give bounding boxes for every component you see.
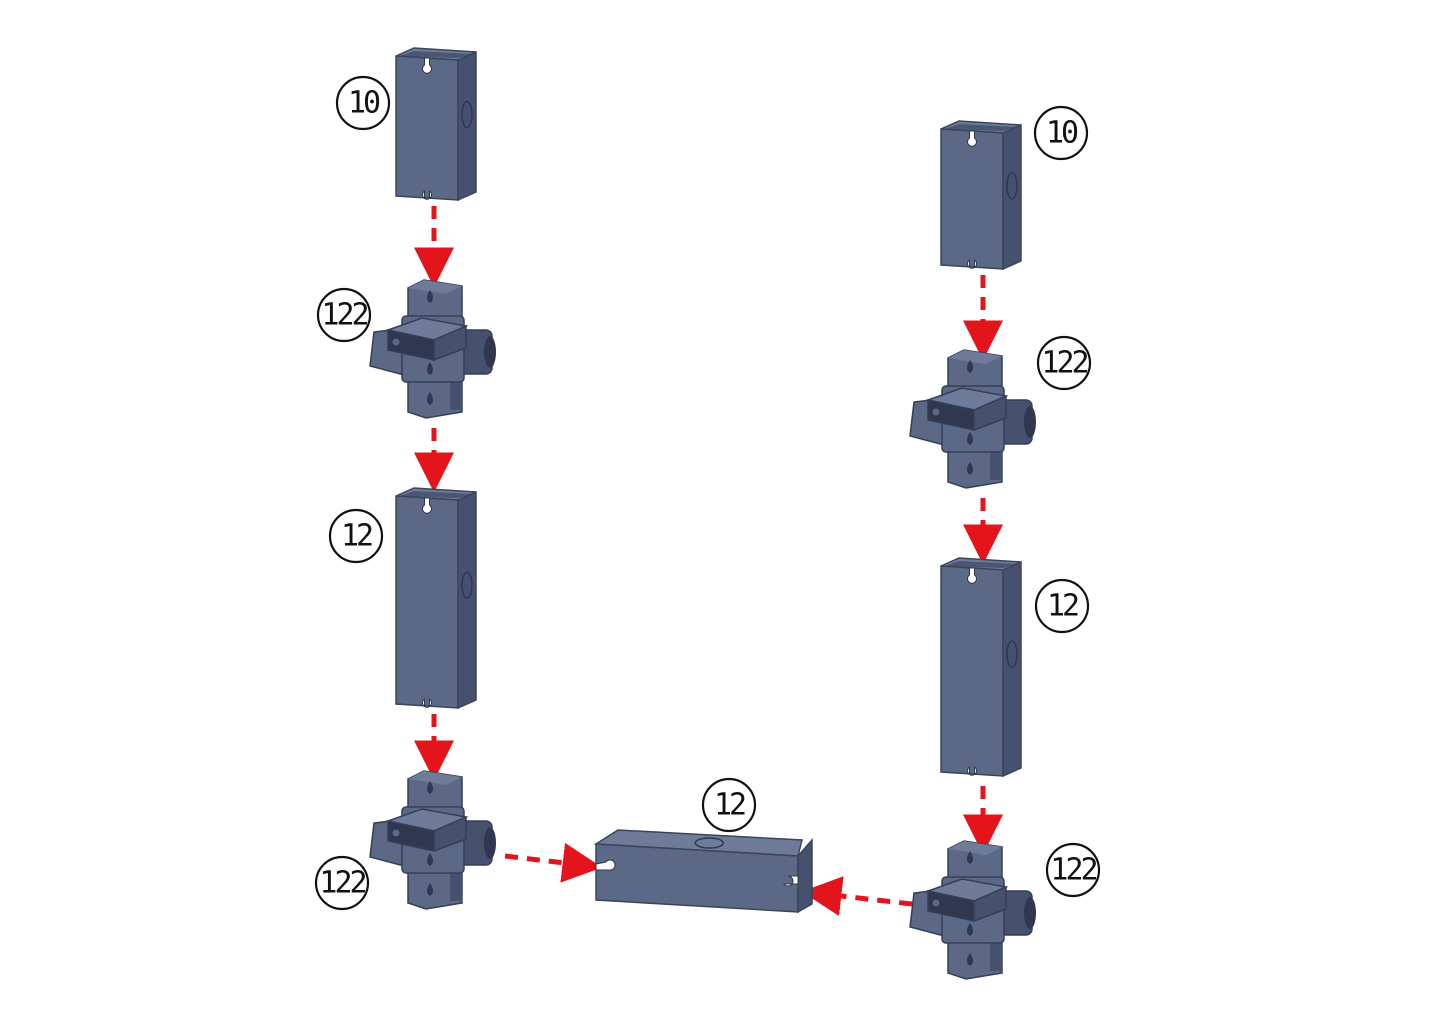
tube-left-middle-body [396,488,476,708]
callout-tube-bottom-horizontal: 12 [703,779,755,831]
tube-right-top-body [941,121,1021,269]
parts-group [370,48,1036,979]
callout-label: 10 [348,86,380,121]
connector-left-upper-body [370,280,496,418]
arrow-left-connector-to-bottom-tube [505,856,590,866]
callout-label: 122 [1041,346,1087,381]
tube-bottom-horizontal-body [596,830,812,912]
callout-label: 122 [321,298,367,333]
callout-connector-right-upper: 122 [1038,337,1090,389]
callout-tube-left-top: 10 [337,77,389,129]
callout-label: 10 [1046,116,1078,151]
callout-label: 12 [714,788,745,823]
tube-left-top-body [396,48,476,200]
callout-label: 12 [341,519,372,554]
callout-connector-left-lower: 122 [316,857,368,909]
tube-right-middle-body [941,558,1021,776]
callout-label: 122 [319,866,365,901]
callout-connector-left-upper: 122 [318,289,370,341]
callout-tube-left-middle: 12 [330,510,382,562]
callout-connector-right-lower: 122 [1047,844,1099,896]
connector-right-upper-body [910,350,1036,488]
connector-left-lower-body [370,771,496,909]
callout-tube-right-top: 10 [1035,107,1087,159]
callout-tube-right-middle: 12 [1036,580,1088,632]
connector-right-lower-body [910,841,1036,979]
callout-label: 122 [1050,853,1096,888]
arrow-right-connector-to-bottom-tube [814,893,912,904]
callout-label: 12 [1047,589,1078,624]
